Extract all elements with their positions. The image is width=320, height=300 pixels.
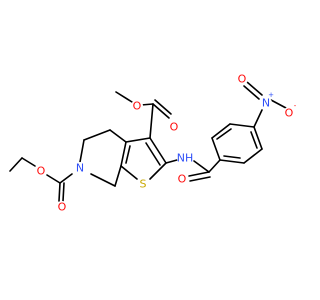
bond-n-nitro-o-right	[270, 99, 287, 109]
bonds	[9, 81, 287, 202]
bond-ph4-ph5	[253, 126, 263, 150]
bond-ph4-n-nitro	[253, 109, 263, 128]
svg-text:O: O	[285, 107, 294, 120]
atom-o-amide: O	[176, 173, 188, 186]
bond-carbonyl-c-o-double-a	[152, 103, 170, 119]
atom-o-ester-left: O	[35, 165, 47, 178]
bond-ph1-ph2	[211, 137, 221, 161]
svg-text:O: O	[37, 165, 46, 178]
bond-o-ethyl-ch2	[21, 157, 36, 167]
bond-methyl-o	[115, 91, 133, 103]
bond-n-nitro-o-left-a	[243, 85, 260, 100]
bond-carbamate-c-o-double-b	[62, 182, 65, 202]
bond-carbonyl-c-o-double-b	[154, 99, 172, 115]
bond-ph6-ph1-inner	[223, 155, 241, 159]
bond-c7a-c3a-inner	[125, 145, 131, 164]
bond-amide-c-ring	[208, 159, 221, 173]
svg-text:O: O	[170, 121, 179, 134]
bond-c3a-c4	[109, 129, 127, 143]
bond-carbonyl-c-ring-c3	[149, 103, 154, 139]
svg-text:O: O	[133, 100, 142, 113]
atom-o-nitro-left: O	[236, 73, 248, 86]
svg-text:O: O	[178, 173, 187, 186]
bond-c2-s	[149, 162, 167, 180]
svg-text:O: O	[58, 201, 67, 214]
atom-o-ester-top: O	[131, 100, 143, 113]
bond-ph5-ph6	[243, 148, 263, 164]
bond-s-c7a	[120, 165, 138, 180]
bond-amide-c-o-b	[189, 176, 211, 182]
atom-o-nitro-right: O -	[283, 102, 297, 120]
bond-nh-c-amide	[193, 160, 210, 173]
bond-ethyl-ch2-ch3	[9, 157, 23, 172]
bond-n-carbamate-c	[59, 173, 73, 184]
atom-o-carbonyl-top: O	[168, 121, 180, 134]
svg-text:NH: NH	[177, 152, 194, 165]
bond-c7-c7a	[114, 165, 122, 187]
svg-text:N: N	[262, 97, 270, 110]
bond-ph2-ph3	[211, 123, 231, 139]
svg-text:+: +	[268, 91, 274, 99]
svg-text:-: -	[294, 102, 297, 110]
bond-carbamate-c-o-single	[46, 174, 61, 184]
bond-c2-nh	[165, 159, 178, 164]
atom-n-nitro: N +	[260, 91, 274, 110]
bond-c7a-c3a	[120, 141, 127, 167]
atom-labels: O O NH N + O O - O S	[35, 73, 297, 214]
atom-s-ring: S	[137, 178, 149, 191]
bond-n-c7	[90, 173, 116, 187]
bond-o-carbonyl-c	[140, 103, 154, 106]
bond-c4-c5	[83, 129, 111, 141]
atom-n-ring: N	[74, 162, 86, 175]
bond-amide-c-o-a	[188, 171, 210, 177]
bond-c3-c2	[149, 137, 167, 164]
bond-ph4-ph5-inner	[250, 131, 258, 149]
svg-text:N: N	[76, 162, 84, 175]
atom-n-amide: NH	[177, 150, 194, 166]
bond-c5-n	[79, 139, 85, 163]
bond-n-nitro-o-left-b	[246, 81, 263, 96]
molecule-structure-diagram: O O NH N + O O - O S	[9, 73, 297, 214]
bond-ph2-ph3-inner	[216, 128, 232, 140]
bond-c3a-c3	[125, 137, 151, 143]
bond-ph3-ph4	[229, 123, 255, 128]
bond-c3-c2-inner	[145, 142, 161, 166]
bond-ph6-ph1	[219, 159, 245, 164]
svg-text:S: S	[140, 178, 147, 191]
atom-o-carbonyl-left: O	[56, 201, 68, 214]
svg-text:O: O	[238, 73, 247, 86]
bond-carbamate-c-o-double-a	[58, 182, 61, 202]
